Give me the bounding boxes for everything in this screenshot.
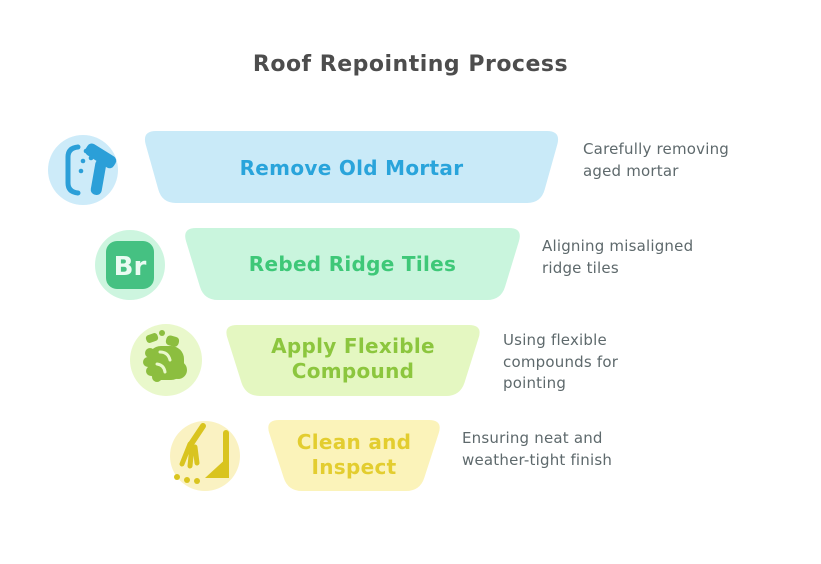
stage-4-description-line: weather-tight finish: [462, 450, 613, 469]
stage-4-label: Clean and Inspect: [265, 430, 443, 480]
stage-4-icon-circle: [170, 421, 240, 491]
stage-3-description-line: pointing: [503, 374, 567, 392]
funnel-segment-2: [185, 228, 520, 300]
stage-3-description-line: Using flexible: [503, 331, 607, 349]
stage-2-label: Rebed Ridge Tiles: [182, 252, 523, 277]
stage-2-label-line: Rebed Ridge Tiles: [248, 252, 457, 276]
stage-4-description-line: Ensuring neat and: [462, 429, 603, 447]
stage-3-label-line: Apply Flexible: [271, 334, 435, 358]
fist-squeeze-icon: [143, 330, 187, 382]
stage-3-description-line: compounds for: [503, 352, 619, 371]
stage-4-description: Ensuring neat and weather-tight finish: [462, 428, 612, 471]
stage-1-description-line: Carefully removing: [583, 140, 730, 158]
broom-sweep-icon: [174, 423, 229, 484]
stage-1-description-line: aged mortar: [583, 161, 679, 180]
stage-1-label: Remove Old Mortar: [142, 156, 561, 181]
stage-4-label-line: Inspect: [311, 455, 397, 479]
stage-3-description: Using flexible compounds for pointing: [503, 330, 618, 395]
page-title: Roof Repointing Process: [252, 52, 569, 77]
stage-3-label: Apply Flexible Compound: [223, 334, 483, 384]
funnel-segment-3: [226, 325, 480, 396]
stage-2-description-line: Aligning misaligned: [542, 237, 694, 255]
funnel-segment-4: [268, 420, 440, 491]
stage-4-label-line: Clean and: [296, 430, 412, 454]
funnel-segment-1: [144, 131, 559, 203]
hammer-demolition-icon: [65, 143, 117, 196]
br-badge-icon: Br: [106, 241, 154, 289]
stage-2-description: Aligning misaligned ridge tiles: [542, 236, 693, 279]
br-badge-text: Br: [114, 252, 147, 282]
stage-2-description-line: ridge tiles: [542, 258, 619, 277]
stage-1-label-line: Remove Old Mortar: [239, 156, 464, 180]
stage-1-description: Carefully removing aged mortar: [583, 139, 729, 182]
stage-3-label-line: Compound: [291, 359, 415, 383]
